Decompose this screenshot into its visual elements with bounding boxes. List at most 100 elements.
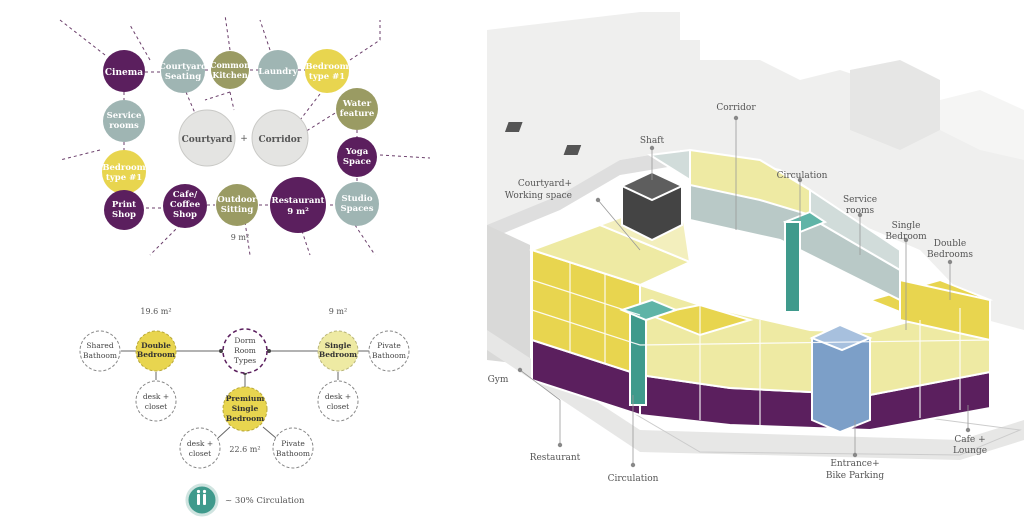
bubble-print-shop: Print Shop (104, 190, 144, 230)
private-bathroom-bottom-line1: Pivate (281, 439, 305, 448)
bubble-cafe-coffee-shop: Cafe/ Coffee Shop (163, 184, 207, 228)
label-service-rooms-line1: Service (843, 195, 877, 205)
circulation-legend: ~ 30% Circulation (185, 483, 305, 517)
bubble-bedroom-top-line1: Bedroom (305, 62, 348, 72)
bubble-print-line1: Print (112, 200, 136, 210)
premium-line2: Single (232, 404, 259, 413)
bubble-cinema: Cinema (103, 50, 145, 92)
leader-dots (517, 115, 971, 468)
building-mass (528, 148, 994, 434)
single-bedroom-line2: Bedroom (319, 350, 357, 359)
label-double-bedrooms-line2: Bedrooms (927, 250, 973, 260)
bubble-service-rooms-line2: rooms (109, 121, 139, 131)
desk-closet-left-node: desk + closet (135, 380, 177, 422)
label-single-bedroom-line1: Single (892, 221, 921, 231)
label-courtyard-working-line2: Working space (505, 191, 572, 201)
plus-sign: + (240, 134, 248, 144)
label-corridor: Corridor (716, 103, 756, 113)
legend-circulation-label: ~ 30% Circulation (225, 496, 305, 506)
single-area-label: 9 m² (329, 307, 347, 316)
desk-closet-left-line1: desk + (143, 392, 169, 401)
label-cafe-lounge-line1: Cafe + (954, 435, 985, 445)
private-bathroom-right-node: Pivate Bathoom (368, 330, 410, 372)
private-bathroom-bottom-node: Pivate Bathoom (272, 427, 314, 469)
bubble-corridor-label: Corridor (258, 135, 301, 145)
double-bedroom-line2: Bedroom (137, 350, 175, 359)
single-bedroom-line1: Single (325, 341, 352, 350)
bubble-courtyard-label: Courtyard (182, 135, 233, 145)
double-bedroom-node: Double Bedroom (135, 330, 177, 372)
dorm-line3: Types (234, 356, 256, 365)
bubble-service-rooms: Service rooms (103, 100, 145, 142)
bubble-yoga-line2: Space (343, 157, 372, 167)
label-courtyard-working-line1: Courtyard+ (518, 179, 572, 189)
shared-bathroom-line1: Shared (86, 341, 113, 350)
bubble-courtyard-seating-line1: Courtyard (159, 62, 207, 72)
bubble-studio-spaces: Studio Spaces (335, 182, 379, 226)
bubble-common-kitchen-line2: Kitchen (212, 70, 247, 80)
dorm-line1: Dorm (234, 336, 255, 345)
desk-closet-bottom-node: desk + closet (179, 427, 221, 469)
bubble-water-feature: Water feature (336, 88, 378, 130)
bubble-courtyard-seating: Courtyard Seating (159, 49, 207, 93)
desk-closet-right-node: desk + closet (317, 380, 359, 422)
double-area-label: 19.6 m² (140, 307, 171, 316)
desk-closet-right-line1: desk + (325, 392, 351, 401)
desk-closet-right-line2: closet (327, 402, 349, 411)
bubble-common-kitchen-line1: Common (210, 60, 250, 70)
bubble-water-line1: Water (342, 99, 372, 109)
shared-bathroom-line2: Bathoom (83, 351, 117, 360)
label-circulation-bottom: Circulation (608, 474, 659, 484)
bubble-laundry: Laundry (258, 50, 299, 90)
room-connectors (121, 350, 369, 439)
context-buildings (487, 12, 1024, 460)
bubble-restaurant-line1: Restaurant (272, 196, 325, 206)
label-entrance-line2: Bike Parking (826, 471, 885, 481)
bubble-corridor: Corridor (251, 109, 309, 167)
bubble-diagram: Cinema Courtyard Seating Common Kitchen … (59, 14, 431, 256)
bubble-print-line2: Shop (112, 210, 136, 220)
bubble-bedroom-left-line1: Bedroom (102, 163, 145, 173)
single-bedroom-node: Single Bedroom (317, 330, 359, 372)
bubble-service-rooms-line1: Service (107, 111, 142, 121)
bubble-cinema-label: Cinema (105, 68, 143, 78)
bubble-cafe-line3: Shop (173, 210, 197, 220)
double-bedroom-line1: Double (141, 341, 171, 350)
private-bathroom-right-line1: Pivate (377, 341, 401, 350)
bubble-water-line2: feature (340, 109, 375, 119)
leader-lines (519, 118, 969, 465)
bubble-cafe-line2: Coffee (170, 200, 201, 210)
people-icon (196, 489, 207, 505)
label-gym: Gym (488, 375, 509, 385)
premium-line3: Bedroom (226, 414, 264, 423)
room-types-diagram: 19.6 m² 9 m² Shared Bathoom Double Bedro… (79, 307, 410, 517)
bubble-restaurant-line2: 9 m² (287, 207, 309, 217)
desk-closet-bottom-line1: desk + (187, 439, 213, 448)
bubble-connectors (59, 14, 431, 256)
private-bathroom-right-line2: Bathoom (372, 351, 406, 360)
bubble-restaurant: Restaurant 9 m² (270, 177, 326, 233)
bubble-courtyard-seating-line2: Seating (165, 72, 201, 82)
label-shaft: Shaft (640, 136, 665, 146)
dorm-room-types-node: Dorm Room Types (222, 328, 268, 374)
bubble-laundry-label: Laundry (258, 67, 298, 77)
bubble-yoga-space: Yoga Space (337, 137, 377, 177)
desk-closet-left-line2: closet (145, 402, 167, 411)
bubble-bedroom-top-line2: type #1 (309, 72, 345, 82)
bubble-cafe-line1: Cafe/ (173, 190, 198, 200)
axon-labels: Corridor Shaft Courtyard+ Working space … (488, 103, 987, 484)
bubble-yoga-line1: Yoga (345, 147, 369, 157)
bubble-bedroom-type-left: Bedroom type #1 (102, 150, 146, 194)
label-single-bedroom-line2: Bedroom (885, 232, 927, 242)
desk-closet-bottom-line2: closet (189, 449, 211, 458)
building-gridlines (531, 262, 991, 426)
bubble-bedroom-type-top: Bedroom type #1 (305, 49, 349, 93)
bubble-bedroom-left-line2: type #1 (106, 173, 142, 183)
dorm-line2: Room (234, 346, 256, 355)
shared-bathroom-node: Shared Bathoom (79, 330, 121, 372)
label-service-rooms-line2: rooms (846, 206, 875, 216)
bubble-common-kitchen: Common Kitchen (210, 51, 250, 89)
outdoor-area-label: 9 m² (231, 233, 249, 242)
premium-single-bedroom-node: Premium Single Bedroom (222, 386, 268, 432)
